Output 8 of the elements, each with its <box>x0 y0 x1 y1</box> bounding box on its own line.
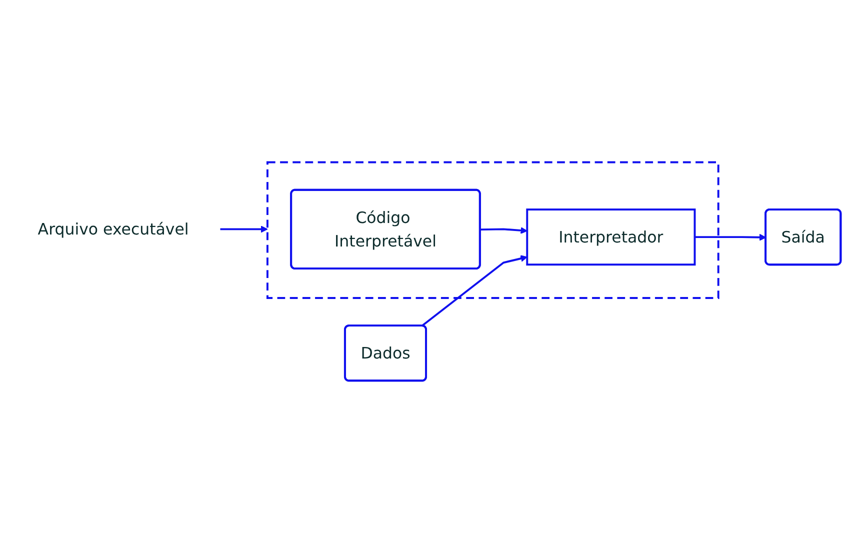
node-box <box>526 208 696 266</box>
flowchart-diagram: Arquivo executável Código Interpretável Interpretador Dados Saída <box>0 156 847 386</box>
node-text: Arquivo executável <box>38 219 189 238</box>
arrow <box>480 226 528 234</box>
arrow <box>694 233 766 240</box>
arrow <box>220 225 268 232</box>
cluster <box>266 160 720 299</box>
arrow <box>421 254 528 326</box>
